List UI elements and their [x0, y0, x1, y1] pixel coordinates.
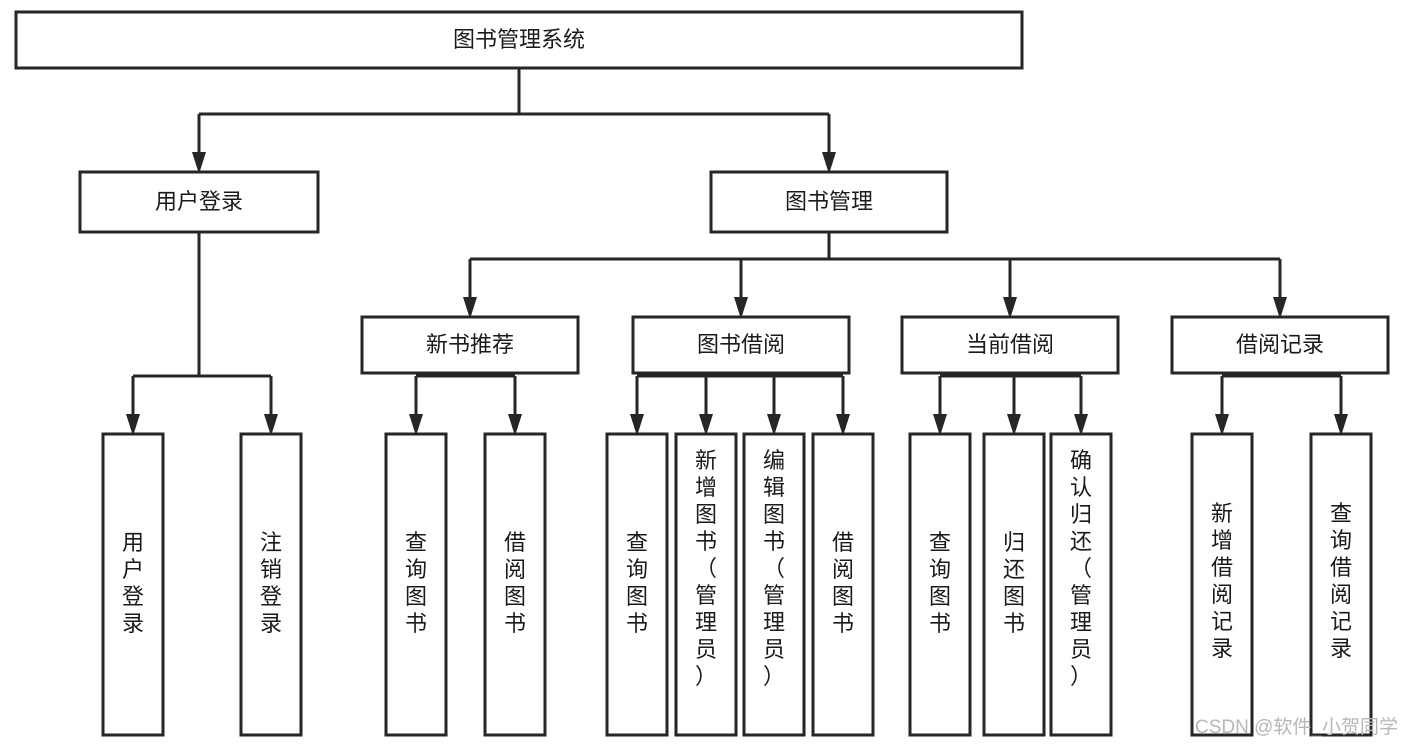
- arrow-head-leaf_query_book_2: [630, 414, 644, 436]
- node-box-leaf_query_book_1[interactable]: [384, 432, 448, 737]
- node-borrow_record[interactable]: 借阅记录: [1170, 315, 1390, 375]
- node-box-leaf_add_book[interactable]: [674, 432, 738, 737]
- csdn-watermark: CSDN @软件_小贺同学: [1195, 716, 1398, 738]
- node-label-leaf_user_login: 用户登录: [122, 530, 144, 636]
- node-label-leaf_query_book_3: 查询图书: [929, 530, 951, 636]
- node-user_login[interactable]: 用户登录: [78, 170, 320, 234]
- arrow-head-leaf_borrow_book_1: [508, 414, 522, 436]
- arrow-head-leaf_return_book: [1007, 414, 1021, 436]
- connector-layer: [126, 68, 1348, 436]
- node-root[interactable]: 图书管理系统: [14, 10, 1024, 70]
- arrow-head-book_manage: [822, 152, 836, 174]
- node-label-book_borrow: 图书借阅: [697, 332, 785, 357]
- arrow-head-leaf_borrow_book_2: [836, 414, 850, 436]
- node-box-leaf_query_record[interactable]: [1309, 432, 1373, 737]
- arrow-head-leaf_query_book_1: [409, 414, 423, 436]
- node-label-borrow_record: 借阅记录: [1236, 332, 1324, 357]
- arrow-head-leaf_confirm_return: [1074, 414, 1088, 436]
- node-label-leaf_logout: 注销登录: [260, 530, 282, 636]
- node-leaf_borrow_book_1[interactable]: 借阅图书: [483, 432, 547, 737]
- node-box-borrow_record[interactable]: [1170, 315, 1390, 375]
- node-leaf_query_book_3[interactable]: 查询图书: [908, 432, 972, 737]
- node-label-book_manage: 图书管理: [785, 189, 873, 214]
- node-leaf_query_book_1[interactable]: 查询图书: [384, 432, 448, 737]
- arrow-head-book_borrow: [734, 297, 748, 319]
- node-box-user_login[interactable]: [78, 170, 320, 234]
- node-leaf_query_book_2[interactable]: 查询图书: [605, 432, 669, 737]
- node-box-leaf_borrow_book_1[interactable]: [483, 432, 547, 737]
- arrow-head-leaf_add_book: [699, 414, 713, 436]
- node-layer: 图书管理系统用户登录图书管理新书推荐图书借阅当前借阅借阅记录用户登录注销登录查询…: [14, 10, 1390, 737]
- node-box-leaf_query_book_3[interactable]: [908, 432, 972, 737]
- node-box-leaf_query_book_2[interactable]: [605, 432, 669, 737]
- arrow-head-leaf_query_record: [1334, 414, 1348, 436]
- node-label-current_borrow: 当前借阅: [966, 332, 1054, 357]
- node-box-book_borrow[interactable]: [631, 315, 851, 375]
- node-label-new_book_rec: 新书推荐: [426, 332, 514, 357]
- node-label-leaf_borrow_book_1: 借阅图书: [504, 530, 526, 636]
- node-leaf_return_book[interactable]: 归还图书: [982, 432, 1046, 737]
- node-current_borrow[interactable]: 当前借阅: [900, 315, 1120, 375]
- node-label-leaf_query_book_2: 查询图书: [626, 530, 648, 636]
- node-leaf_borrow_book_2[interactable]: 借阅图书: [811, 432, 875, 737]
- node-leaf_logout[interactable]: 注销登录: [239, 432, 303, 737]
- node-leaf_add_book[interactable]: 新增图书（管理员）: [674, 432, 738, 737]
- arrow-head-leaf_user_login: [126, 414, 140, 436]
- arrow-head-leaf_add_record: [1215, 414, 1229, 436]
- node-box-leaf_add_record[interactable]: [1190, 432, 1254, 737]
- node-label-leaf_return_book: 归还图书: [1003, 530, 1025, 636]
- arrow-head-user_login: [192, 152, 206, 174]
- node-leaf_confirm_return[interactable]: 确认归还（管理员）: [1049, 432, 1113, 737]
- node-box-leaf_return_book[interactable]: [982, 432, 1046, 737]
- node-label-leaf_edit_book: 编辑图书（管理员）: [763, 448, 785, 689]
- node-label-root: 图书管理系统: [453, 27, 585, 52]
- node-label-leaf_borrow_book_2: 借阅图书: [832, 530, 854, 636]
- arrow-head-new_book_rec: [463, 297, 477, 319]
- arrow-head-leaf_query_book_3: [933, 414, 947, 436]
- node-box-leaf_borrow_book_2[interactable]: [811, 432, 875, 737]
- node-box-current_borrow[interactable]: [900, 315, 1120, 375]
- node-book_manage[interactable]: 图书管理: [709, 170, 949, 234]
- node-label-leaf_query_record: 查询借阅记录: [1330, 501, 1352, 661]
- node-book_borrow[interactable]: 图书借阅: [631, 315, 851, 375]
- node-label-leaf_add_record: 新增借阅记录: [1211, 501, 1233, 661]
- node-label-leaf_confirm_return: 确认归还（管理员）: [1070, 448, 1092, 689]
- node-new_book_rec[interactable]: 新书推荐: [360, 315, 580, 375]
- node-label-leaf_add_book: 新增图书（管理员）: [695, 448, 717, 689]
- arrow-head-leaf_logout: [264, 414, 278, 436]
- node-box-leaf_confirm_return[interactable]: [1049, 432, 1113, 737]
- node-box-new_book_rec[interactable]: [360, 315, 580, 375]
- node-leaf_add_record[interactable]: 新增借阅记录: [1190, 432, 1254, 737]
- node-label-user_login: 用户登录: [155, 189, 243, 214]
- node-leaf_user_login[interactable]: 用户登录: [101, 432, 165, 737]
- arrow-head-current_borrow: [1003, 297, 1017, 319]
- arrow-head-borrow_record: [1273, 297, 1287, 319]
- node-box-leaf_logout[interactable]: [239, 432, 303, 737]
- arrow-head-leaf_edit_book: [767, 414, 781, 436]
- node-box-leaf_user_login[interactable]: [101, 432, 165, 737]
- node-box-leaf_edit_book[interactable]: [742, 432, 806, 737]
- node-box-root[interactable]: [14, 10, 1024, 70]
- node-leaf_edit_book[interactable]: 编辑图书（管理员）: [742, 432, 806, 737]
- node-leaf_query_record[interactable]: 查询借阅记录: [1309, 432, 1373, 737]
- node-label-leaf_query_book_1: 查询图书: [405, 530, 427, 636]
- node-box-book_manage[interactable]: [709, 170, 949, 234]
